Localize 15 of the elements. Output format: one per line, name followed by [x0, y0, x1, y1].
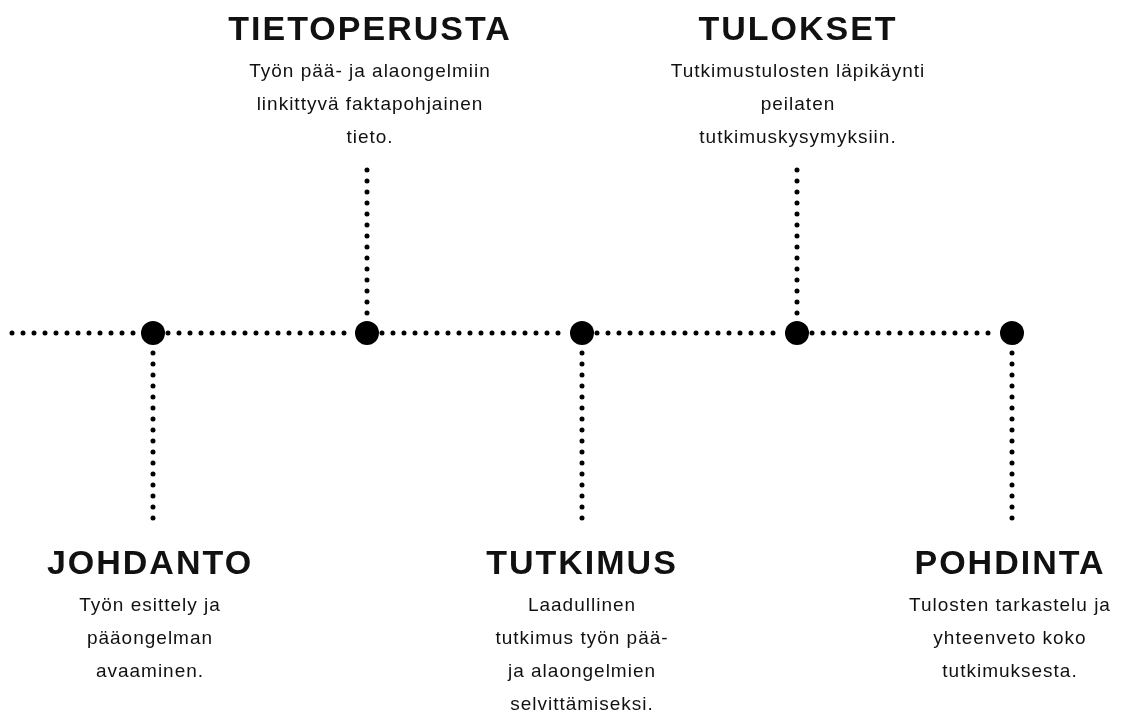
stage-description: Työn esittely ja pääongelman avaaminen. [78, 593, 222, 683]
stage-description: Tutkimustulosten läpikäynti peilaten tutkimuskysymyksiin. [669, 59, 927, 149]
timeline-dot [141, 321, 165, 345]
stage-description: Laadullinen tutkimus työn pää- ja alaongelmien selvittämiseksi. [494, 593, 670, 715]
stage-description: Työn pää- ja alaongelmiin linkittyvä faktapohjainen tieto. [248, 59, 492, 149]
timeline-dot [570, 321, 594, 345]
timeline-dot [355, 321, 379, 345]
timeline-dot [1000, 321, 1024, 345]
stage-heading: TULOKSET [697, 8, 899, 48]
stage-heading: TUTKIMUS [485, 542, 679, 582]
stage-description: Tulosten tarkastelu ja yhteenveto koko tutkimuksesta. [908, 593, 1112, 683]
stage-heading: JOHDANTO [45, 542, 255, 582]
stage-heading: TIETOPERUSTA [227, 8, 513, 48]
stage-heading: POHDINTA [913, 542, 1107, 582]
timeline-dot [785, 321, 809, 345]
